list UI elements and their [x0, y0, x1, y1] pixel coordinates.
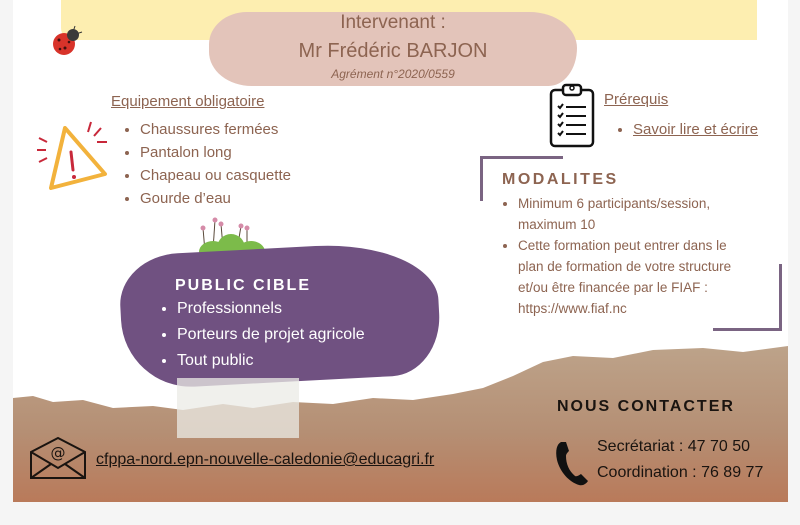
title-blob	[209, 12, 577, 86]
public-cible-list: Professionnels Porteurs de projet agrico…	[159, 296, 365, 374]
phone-icon	[556, 442, 588, 486]
list-item: Professionnels	[177, 296, 365, 322]
checklist-icon	[549, 83, 595, 148]
secretariat-phone: Secrétariat : 47 70 50	[597, 438, 750, 455]
email-link[interactable]: cfppa-nord.epn-nouvelle-caledonie@educag…	[96, 451, 435, 468]
agrement-number: Agrément n°2020/0559	[331, 67, 455, 81]
equipement-title: Equipement obligatoire	[111, 93, 265, 110]
flyer-page: Intervenant : Mr Frédéric BARJON Agrémen…	[13, 0, 788, 502]
modalites-list: Minimum 6 participants/session, maximum …	[500, 193, 788, 319]
prerequis-list: Savoir lire et écrire	[615, 118, 758, 141]
public-cible-title: PUBLIC CIBLE	[175, 277, 311, 294]
equipement-list: Chaussures fermées Pantalon long Chapeau…	[122, 118, 291, 210]
list-item: Gourde d’eau	[140, 187, 291, 210]
intervenant-label: Intervenant :	[340, 12, 446, 33]
kraft-paper-background	[13, 346, 788, 502]
ladybug-icon	[53, 25, 83, 55]
list-item: Chapeau ou casquette	[140, 164, 291, 187]
mail-at-icon: @	[30, 436, 86, 479]
list-item: Porteurs de projet agricole	[177, 322, 365, 348]
list-item: Cette formation peut entrer dans le plan…	[518, 235, 750, 319]
list-item: Minimum 6 participants/session, maximum …	[518, 193, 748, 235]
contact-title: NOUS CONTACTER	[557, 398, 735, 415]
frame-corner-top-left	[480, 156, 563, 201]
list-item: Pantalon long	[140, 141, 291, 164]
tape-strip	[177, 378, 299, 438]
list-item: Tout public	[177, 348, 365, 374]
list-item: Savoir lire et écrire	[633, 118, 758, 141]
prerequis-title: Prérequis	[604, 91, 669, 108]
intervenant-name: Mr Frédéric BARJON	[298, 40, 488, 62]
coordination-phone: Coordination : 76 89 77	[597, 464, 764, 481]
modalites-title: MODALITES	[502, 171, 619, 188]
list-item: Chaussures fermées	[140, 118, 291, 141]
frame-corner-bottom-right	[713, 264, 782, 331]
svg-text:@: @	[51, 444, 66, 462]
warning-icon	[37, 121, 107, 190]
